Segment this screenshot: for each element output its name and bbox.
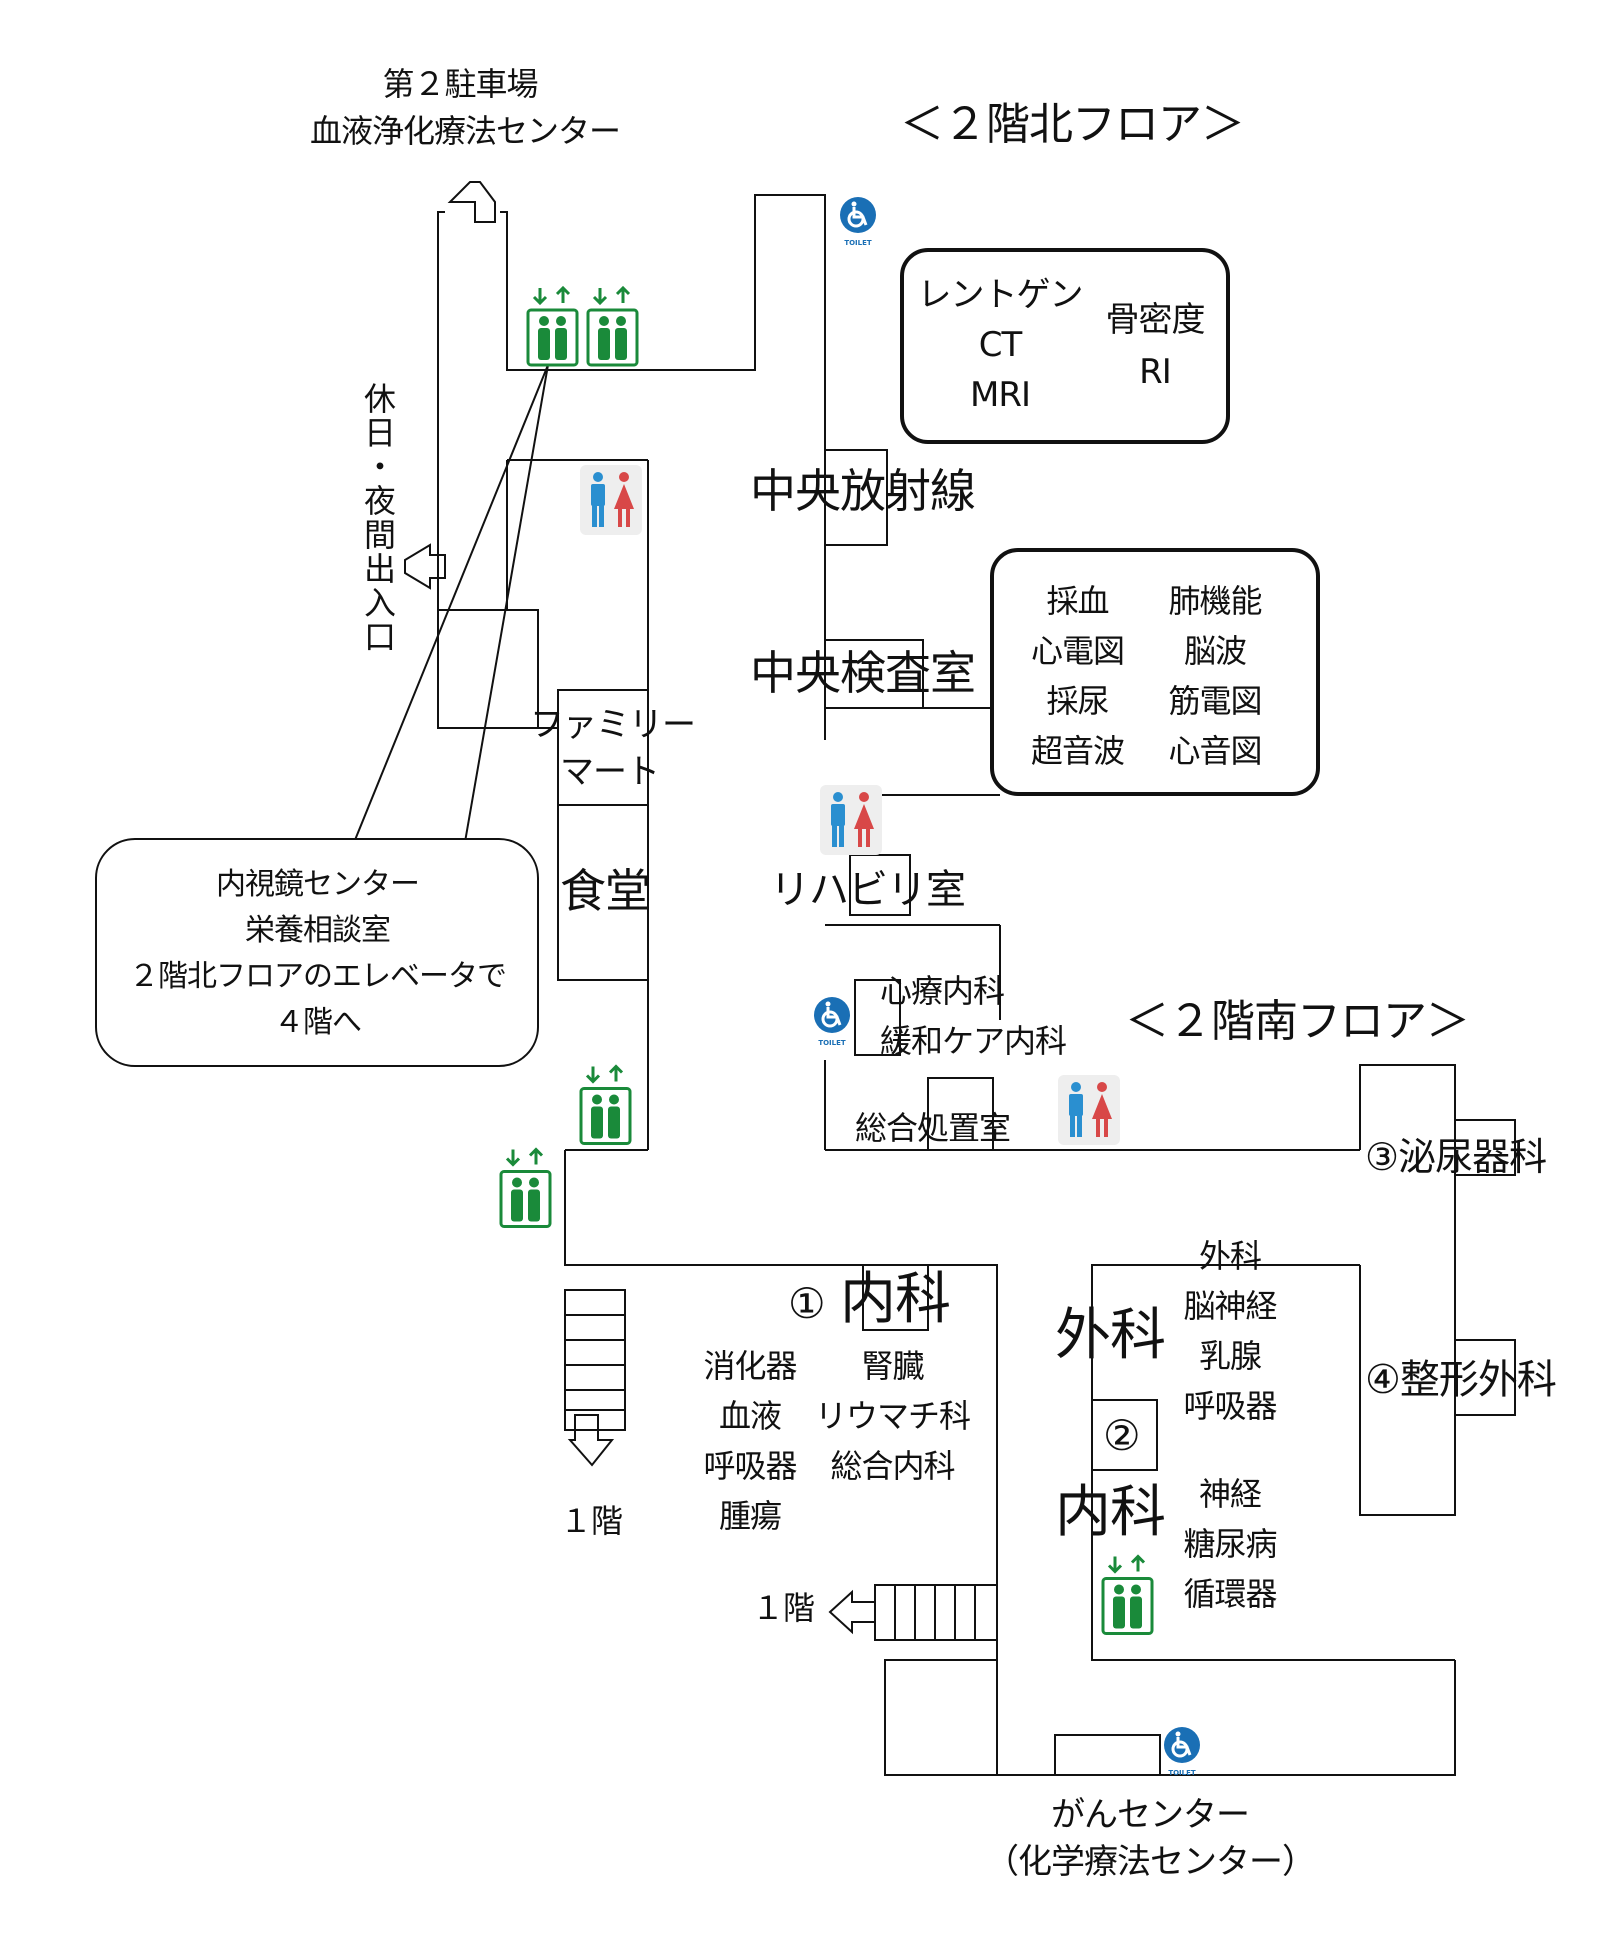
palliative-label: 緩和ケア内科 [880, 1022, 1067, 1060]
callout-line-3: ２階北フロアのエレベータで [129, 959, 507, 994]
lab-test-5: 肺機能 [1168, 582, 1262, 620]
cancer-center-label: がんセンター [1051, 1795, 1250, 1835]
accessible-toilet-icon: TOILET [1162, 1725, 1202, 1780]
parking-label: 第２駐車場 [382, 65, 538, 103]
elevator-icon [526, 285, 579, 367]
surgery-dept-3: 乳腺 [1198, 1337, 1262, 1375]
internal2-title: 内科 [1055, 1480, 1166, 1545]
internal2-dept-2: 糖尿病 [1183, 1525, 1277, 1563]
blood-purification-label: 血液浄化療法センター [309, 112, 621, 150]
elevator-icon [1101, 1554, 1154, 1635]
accessible-toilet-icon: TOILET [812, 995, 852, 1050]
north-floor-title: ＜２階北フロア＞ [900, 99, 1245, 150]
familymart-label-2: マート [560, 752, 660, 792]
internal2-dept-1: 神経 [1198, 1475, 1262, 1513]
callout-box [95, 838, 539, 1067]
rehab-label: リハビリ室 [770, 867, 966, 913]
lab-test-3: 採尿 [1046, 682, 1109, 720]
ct-label: CT [978, 325, 1023, 365]
internal2-number: ② [1103, 1411, 1141, 1460]
psychosomatic-label: 心療内科 [880, 972, 1005, 1010]
lab-test-6: 脳波 [1183, 632, 1247, 670]
xray-label: レントゲン [917, 275, 1084, 315]
imaging-box [900, 248, 1230, 444]
internal2-dept-3: 循環器 [1183, 1575, 1277, 1613]
lab-label: 中央検査室 [750, 646, 976, 700]
elevator-icon [579, 1064, 632, 1145]
internal1-dept-6: リウマチ科 [814, 1397, 971, 1435]
familymart-label-1: ファミリー [530, 705, 696, 745]
surgery-dept-2: 脳神経 [1183, 1287, 1277, 1325]
toilet-label: TOILET [818, 1039, 846, 1047]
lab-test-7: 筋電図 [1168, 682, 1262, 720]
south-floor-title: ＜２階南フロア＞ [1125, 996, 1470, 1047]
surgery-dept-4: 呼吸器 [1183, 1387, 1277, 1425]
bone-density-label: 骨密度 [1105, 300, 1206, 340]
lab-test-1: 採血 [1046, 582, 1109, 620]
surgery-title: 外科 [1055, 1303, 1166, 1368]
stairs-label-south: １階 [752, 1589, 815, 1627]
internal1-dept-3: 呼吸器 [703, 1447, 797, 1485]
internal1-dept-4: 腫瘍 [718, 1497, 782, 1535]
lab-test-8: 心音図 [1168, 732, 1262, 770]
restroom-icon [820, 785, 882, 855]
internal1-dept-2: 血液 [718, 1397, 782, 1435]
lab-test-4: 超音波 [1030, 732, 1125, 770]
toilet-label: TOILET [1168, 1769, 1196, 1777]
callout-line-1: 内視鏡センター [216, 867, 420, 902]
toilet-label: TOILET [844, 239, 872, 247]
ri-label: RI [1139, 352, 1172, 392]
orthopedics-label: ④整形外科 [1365, 1357, 1557, 1403]
restroom-icon [1058, 1075, 1120, 1145]
internal1-number: ① [788, 1279, 826, 1328]
stairs-label-west: １階 [560, 1502, 623, 1540]
elevator-icon [499, 1147, 552, 1228]
mri-label: MRI [970, 375, 1031, 415]
treatment-room-label: 総合処置室 [855, 1109, 1011, 1147]
lab-test-2: 心電図 [1030, 632, 1125, 670]
internal1-dept-7: 総合内科 [830, 1447, 955, 1485]
internal1-dept-5: 腎臓 [861, 1347, 924, 1385]
callout-line-2: 栄養相談室 [245, 913, 391, 948]
radiology-label: 中央放射線 [750, 464, 976, 518]
internal1-title: 内科 [840, 1267, 951, 1332]
holiday-entrance-label: 休日・夜間出入口 [359, 382, 397, 654]
internal1-dept-1: 消化器 [703, 1347, 797, 1385]
cafeteria-label: 食堂 [560, 864, 651, 918]
urology-label: ③泌尿器科 [1365, 1135, 1547, 1179]
callout-line-4: ４階へ [274, 1005, 362, 1040]
elevator-icon [586, 285, 639, 367]
surgery-dept-1: 外科 [1198, 1237, 1262, 1275]
chemotherapy-label: （化学療法センター） [985, 1842, 1316, 1882]
lab-tests-box [990, 548, 1320, 796]
accessible-toilet-icon: TOILET [838, 195, 878, 250]
restroom-icon [580, 465, 642, 535]
